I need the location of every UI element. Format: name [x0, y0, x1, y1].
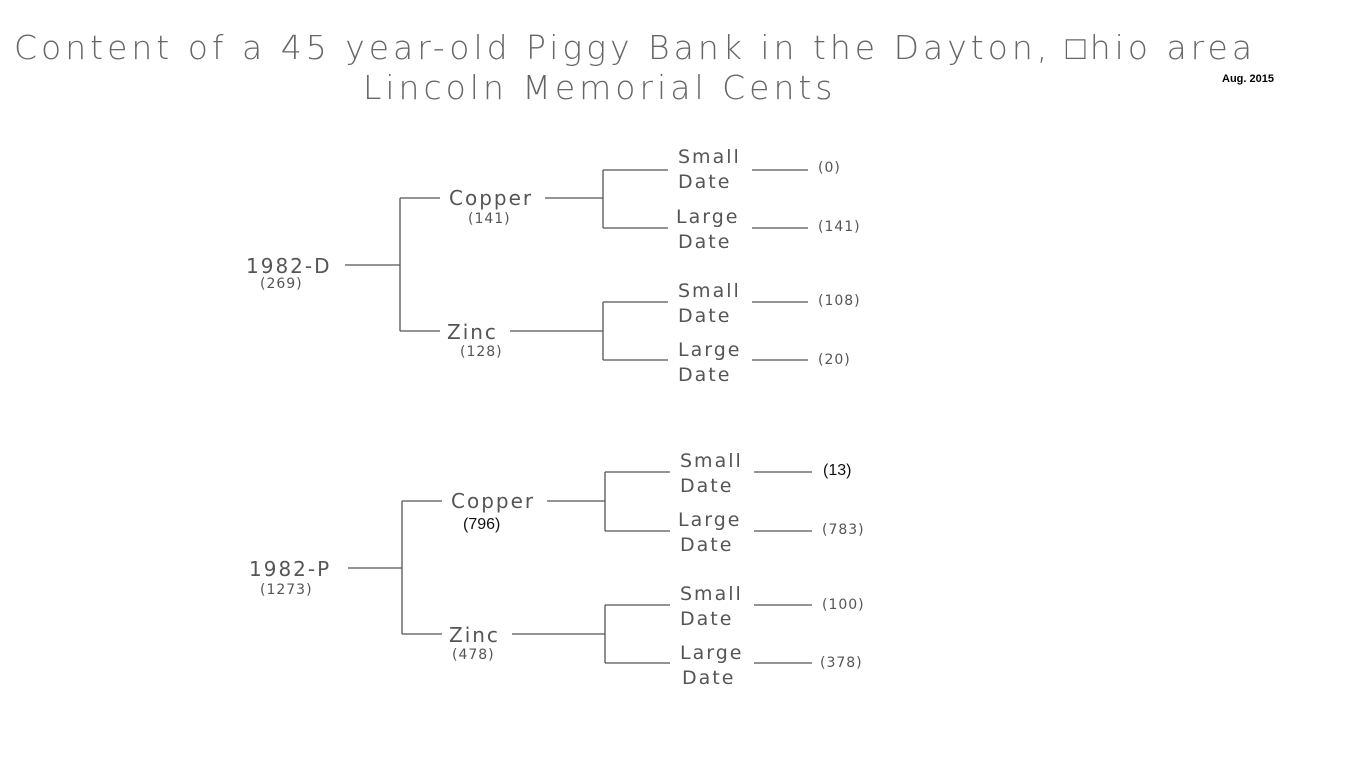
leaf-label-line1: Large: [676, 206, 740, 228]
branch-label: Copper: [451, 489, 536, 513]
leaf-label-line2: Date: [678, 231, 732, 253]
root-count: (269): [260, 276, 303, 292]
leaf-label-line2: Date: [680, 608, 734, 630]
leaf-label-line2: Date: [680, 534, 734, 556]
branch-label: Zinc: [447, 320, 498, 344]
leaf-label-line2: Date: [678, 171, 732, 193]
leaf-count: (141): [818, 219, 861, 235]
leaf-label-line2: Date: [678, 305, 732, 327]
leaf-label-line1: Large: [678, 339, 742, 361]
leaf-label-line1: Small: [680, 450, 743, 472]
leaf-label-line2: Date: [678, 364, 732, 386]
branch-count: (478): [452, 647, 495, 663]
branch-count: (796): [463, 516, 501, 533]
leaf-label-line2: Date: [680, 475, 734, 497]
leaf-count: (20): [818, 352, 851, 368]
branch-count: (128): [460, 344, 503, 360]
leaf-label-line1: Small: [678, 146, 741, 168]
leaf-count: (13): [823, 462, 852, 479]
leaf-label-line1: Large: [680, 642, 744, 664]
title-line-2: Lincoln Memorial Cents: [363, 68, 837, 107]
leaf-count: (0): [818, 160, 841, 176]
leaf-label-line1: Large: [678, 509, 742, 531]
title-line-1: Content of a 45 year-old Piggy Bank in t…: [14, 28, 1257, 67]
branch-label: Copper: [449, 186, 534, 210]
leaf-label-line1: Small: [680, 583, 743, 605]
date-note: Aug. 2015: [1222, 73, 1274, 85]
leaf-count: (378): [820, 655, 863, 671]
leaf-count: (100): [822, 597, 865, 613]
root-label: 1982-P: [249, 557, 332, 581]
root-label: 1982-D: [246, 254, 332, 278]
leaf-label-line2: Date: [682, 667, 736, 689]
leaf-label-line1: Small: [678, 280, 741, 302]
branch-label: Zinc: [449, 623, 500, 647]
branch-count: (141): [468, 211, 511, 227]
leaf-count: (108): [818, 293, 861, 309]
root-count: (1273): [260, 582, 313, 598]
leaf-count: (783): [822, 522, 865, 538]
